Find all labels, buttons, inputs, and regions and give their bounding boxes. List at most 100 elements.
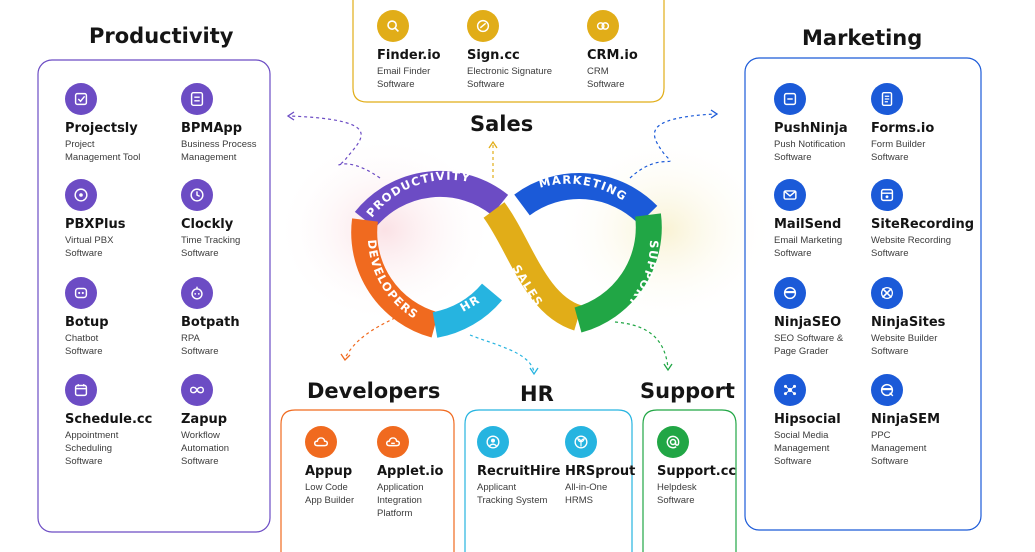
search-icon — [377, 10, 409, 42]
product-name: Finder.io — [377, 48, 441, 63]
hr-box — [464, 409, 633, 552]
product-name: Clockly — [181, 217, 234, 232]
product-name: Support.cc — [657, 464, 737, 479]
product-name: CRM.io — [587, 48, 638, 63]
user-icon — [477, 426, 509, 458]
developers-title: Developers — [307, 379, 441, 403]
product-description: Helpdesk Software — [657, 482, 697, 506]
product-name: Appup — [305, 464, 353, 479]
infinity-loop — [351, 170, 662, 338]
product-description: Business Process Management — [181, 139, 257, 163]
recording-icon — [871, 179, 903, 211]
productivity-title: Productivity — [89, 24, 234, 48]
product-name: Projectsly — [65, 121, 138, 136]
product-description: All-in-One HRMS — [565, 482, 608, 506]
product-name: PBXPlus — [65, 217, 126, 232]
cloud-link-icon — [377, 426, 409, 458]
product-appup[interactable]: Appup Low Code App Builder — [305, 426, 417, 507]
connector-marketing — [629, 113, 716, 179]
product-description: Website Recording Software — [871, 235, 952, 259]
product-clockly[interactable]: Clockly Time Tracking Software — [181, 179, 293, 260]
product-description: Application Integration Platform — [377, 482, 424, 519]
notification-icon — [774, 83, 806, 115]
product-name: Zapup — [181, 412, 228, 427]
product-botpath[interactable]: Botpath RPA Software — [181, 277, 293, 358]
product-crm-io[interactable]: CRM.io CRM Software — [587, 10, 699, 91]
product-siterecording[interactable]: SiteRecording Website Recording Software — [871, 179, 983, 260]
product-description: Appointment Scheduling Software — [65, 430, 119, 467]
product-name: PushNinja — [774, 121, 848, 136]
product-description: Time Tracking Software — [181, 235, 241, 259]
social-icon — [774, 374, 806, 406]
product-mailsend[interactable]: MailSend Email Marketing Software — [774, 179, 886, 260]
product-description: Applicant Tracking System — [477, 482, 548, 506]
product-name: NinjaSEO — [774, 315, 842, 330]
product-ninjasem[interactable]: NinjaSEM PPC Management Software — [871, 374, 983, 468]
product-description: SEO Software & Page Grader — [774, 333, 844, 357]
product-applet-io[interactable]: Applet.io Application Integration Platfo… — [377, 426, 489, 520]
product-hipsocial[interactable]: Hipsocial Social Media Management Softwa… — [774, 374, 886, 468]
bot-icon — [65, 277, 97, 309]
support-box — [642, 409, 737, 552]
product-name: Hipsocial — [774, 412, 841, 427]
product-name: HRSprout — [565, 464, 636, 479]
marketing-title: Marketing — [802, 26, 923, 50]
product-description: Workflow Automation Software — [181, 430, 230, 467]
product-sign-cc[interactable]: Sign.cc Electronic Signature Software — [467, 10, 579, 91]
sales-box — [352, 0, 665, 103]
product-description: Website Builder Software — [871, 333, 938, 357]
mail-icon — [774, 179, 806, 211]
product-projectsly[interactable]: Projectsly Project Management Tool — [65, 83, 177, 164]
product-description: Electronic Signature Software — [467, 66, 553, 90]
loop-segment-marketing — [514, 173, 658, 225]
product-description: Push Notification Software — [774, 139, 846, 163]
loop-segment-sales — [483, 202, 583, 331]
loop-segment-productivity — [354, 170, 509, 229]
product-forms-io[interactable]: Forms.io Form Builder Software — [871, 83, 983, 164]
ninja-sem-icon — [871, 374, 903, 406]
product-pushninja[interactable]: PushNinja Push Notification Software — [774, 83, 886, 164]
product-description: Form Builder Software — [871, 139, 926, 163]
form-icon — [871, 83, 903, 115]
product-zapup[interactable]: Zapup Workflow Automation Software — [181, 374, 293, 468]
product-description: PPC Management Software — [871, 430, 927, 467]
product-name: BPMApp — [181, 121, 243, 136]
product-name: NinjaSites — [871, 315, 946, 330]
clock-icon — [181, 179, 213, 211]
loop-segment-support — [574, 213, 662, 333]
sales-title: Sales — [470, 112, 534, 136]
product-ninjaseo[interactable]: NinjaSEO SEO Software & Page Grader — [774, 277, 886, 358]
product-description: Chatbot Software — [65, 333, 103, 357]
product-hrsprout[interactable]: HRSprout All-in-One HRMS — [565, 426, 677, 507]
robot-icon — [181, 277, 213, 309]
product-name: Applet.io — [377, 464, 444, 479]
product-name: RecruitHire — [477, 464, 561, 479]
ninja-icon — [774, 277, 806, 309]
product-support-cc[interactable]: Support.cc Helpdesk Software — [657, 426, 769, 507]
product-finder-io[interactable]: Finder.io Email Finder Software — [377, 10, 489, 91]
product-bpmapp[interactable]: BPMApp Business Process Management — [181, 83, 293, 164]
product-name: Botup — [65, 315, 109, 330]
infinity-icon — [181, 374, 213, 406]
loop-segment-hr — [432, 283, 502, 338]
product-ninjasites[interactable]: NinjaSites Website Builder Software — [871, 277, 983, 358]
product-recruithire[interactable]: RecruitHire Applicant Tracking System — [477, 426, 589, 507]
product-description: Social Media Management Software — [774, 430, 830, 467]
loop-segment-developers — [351, 218, 439, 338]
connector-productivity — [289, 115, 381, 179]
background-cloud-right — [555, 135, 775, 325]
product-botup[interactable]: Botup Chatbot Software — [65, 277, 177, 358]
product-name: Forms.io — [871, 121, 935, 136]
product-description: Project Management Tool — [65, 139, 141, 163]
product-name: MailSend — [774, 217, 842, 232]
product-description: Virtual PBX Software — [65, 235, 114, 259]
product-schedule-cc[interactable]: Schedule.cc Appointment Scheduling Softw… — [65, 374, 177, 468]
product-description: RPA Software — [181, 333, 219, 357]
marketing-box — [744, 57, 982, 531]
connector-support — [614, 321, 669, 369]
product-description: Low Code App Builder — [305, 482, 355, 506]
product-name: NinjaSEM — [871, 412, 940, 427]
product-pbxplus[interactable]: PBXPlus Virtual PBX Software — [65, 179, 177, 260]
productivity-box — [37, 59, 271, 533]
